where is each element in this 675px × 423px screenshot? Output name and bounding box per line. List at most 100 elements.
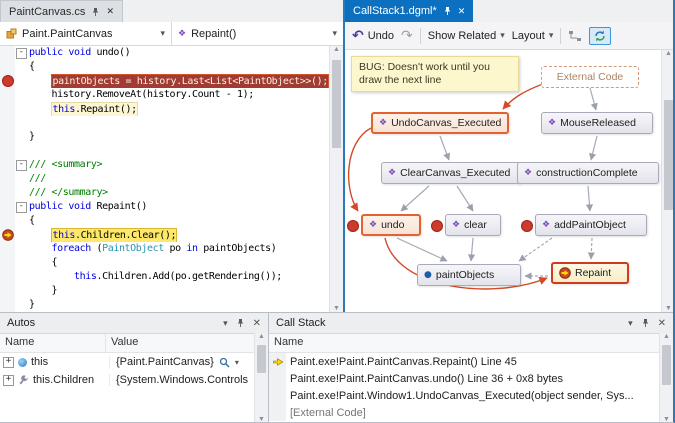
autos-row-this[interactable]: +this{Paint.PaintCanvas}▾ [0, 353, 255, 371]
indicator-margin[interactable] [0, 186, 15, 200]
visualizer-dropdown-icon[interactable]: ▾ [234, 357, 239, 367]
scroll-up-arrow-icon[interactable]: ▲ [258, 333, 265, 340]
code-line-2[interactable]: { [0, 60, 330, 74]
layout-direction-icon[interactable] [568, 30, 582, 42]
expand-icon[interactable]: + [3, 374, 14, 386]
graph-node-paintobjects[interactable]: ●paintObjects [417, 264, 521, 286]
code-line-8[interactable] [0, 144, 330, 158]
pin-icon[interactable] [443, 6, 452, 16]
graph-node-external-code[interactable]: External Code [541, 66, 639, 88]
graph-node-mousereleased[interactable]: ❖MouseReleased [541, 112, 653, 134]
scroll-down-arrow-icon[interactable]: ▼ [663, 416, 670, 423]
code-line-4[interactable]: history.RemoveAt(history.Count - 1); [0, 88, 330, 102]
close-icon[interactable]: ✕ [252, 317, 261, 329]
member-dropdown[interactable]: ❖ Repaint() ▾ [172, 22, 343, 45]
collapse-region-icon[interactable]: - [15, 201, 27, 213]
breakpoint-icon[interactable] [431, 220, 443, 232]
outlining-margin[interactable]: - [15, 200, 27, 214]
indicator-margin[interactable] [0, 88, 15, 102]
scrollbar-thumb[interactable] [662, 345, 671, 385]
code-line-17[interactable]: this.Children.Add(po.getRendering()); [0, 270, 330, 284]
collapse-region-icon[interactable]: - [15, 159, 27, 171]
scrollbar-thumb[interactable] [664, 100, 673, 210]
callstack-frame-3[interactable]: [External Code] [269, 404, 660, 421]
breakpoint-icon[interactable] [347, 220, 359, 232]
bug-annotation-note[interactable]: BUG: Doesn't work until you draw the nex… [351, 56, 519, 92]
window-menu-icon[interactable]: ▾ [223, 317, 228, 328]
indicator-margin[interactable] [0, 242, 15, 256]
callstack-frame-0[interactable]: Paint.exe!Paint.PaintCanvas.Repaint() Li… [269, 353, 660, 370]
collapse-region-icon[interactable]: - [15, 47, 27, 59]
column-header-value[interactable]: Value [111, 336, 139, 348]
pin-icon[interactable] [91, 7, 100, 17]
code-line-7[interactable]: } [0, 130, 330, 144]
editor-vertical-scrollbar[interactable]: ▲ ▼ [329, 46, 343, 312]
indicator-margin[interactable] [0, 298, 15, 312]
scrollbar-thumb[interactable] [257, 345, 266, 373]
type-dropdown[interactable]: Paint.PaintCanvas ▾ [0, 22, 172, 45]
undo-button[interactable]: ↶ Undo [352, 27, 395, 43]
code-line-5[interactable]: this.Repaint(); [0, 102, 330, 116]
code-line-6[interactable] [0, 116, 330, 130]
callstack-title-bar[interactable]: Call Stack ▾ ✕ [269, 313, 673, 334]
indicator-margin[interactable] [0, 60, 15, 74]
tab-callstack-dgml[interactable]: CallStack1.dgml* ✕ [345, 0, 474, 22]
close-icon[interactable]: ✕ [106, 6, 114, 16]
outlining-margin[interactable]: - [15, 46, 27, 60]
scrollbar-thumb[interactable] [332, 60, 341, 148]
code-line-16[interactable]: { [0, 256, 330, 270]
indicator-margin[interactable] [0, 270, 15, 284]
code-line-9[interactable]: -/// <summary> [0, 158, 330, 172]
close-icon[interactable]: ✕ [457, 5, 466, 16]
indicator-margin[interactable] [0, 200, 15, 214]
current-statement-margin[interactable] [0, 228, 15, 242]
code-line-11[interactable]: /// </summary> [0, 186, 330, 200]
code-line-1[interactable]: -public void undo() [0, 46, 330, 60]
breakpoint-margin[interactable] [0, 74, 15, 88]
scroll-down-arrow-icon[interactable]: ▼ [333, 305, 340, 312]
indicator-margin[interactable] [0, 116, 15, 130]
callstack-vertical-scrollbar[interactable]: ▲ ▼ [659, 333, 673, 423]
graph-node-undocanvas-executed[interactable]: ❖UndoCanvas_Executed [371, 112, 509, 134]
redo-icon[interactable]: ↷ [401, 27, 413, 43]
graph-node-clear[interactable]: ❖clear [445, 214, 501, 236]
graph-node-clearcanvas-executed[interactable]: ❖ClearCanvas_Executed [381, 162, 521, 184]
column-header-name[interactable]: Name [274, 336, 304, 348]
scroll-up-arrow-icon[interactable]: ▲ [663, 333, 670, 340]
indicator-margin[interactable] [0, 158, 15, 172]
autos-row-this.Children[interactable]: +this.Children{System.Windows.Controls [0, 371, 255, 389]
code-line-19[interactable]: } [0, 298, 330, 312]
indicator-margin[interactable] [0, 130, 15, 144]
code-line-10[interactable]: /// [0, 172, 330, 186]
code-line-18[interactable]: } [0, 284, 330, 298]
graph-vertical-scrollbar[interactable]: ▲ ▼ [661, 50, 673, 312]
pin-icon[interactable] [236, 318, 245, 328]
close-icon[interactable]: ✕ [657, 317, 666, 329]
layout-dropdown[interactable]: Layout ▾ [511, 29, 554, 42]
scroll-down-arrow-icon[interactable]: ▼ [665, 305, 672, 312]
code-line-12[interactable]: -public void Repaint() [0, 200, 330, 214]
window-menu-icon[interactable]: ▾ [628, 317, 633, 328]
code-line-13[interactable]: { [0, 214, 330, 228]
graph-node-undo[interactable]: ❖undo [361, 214, 421, 236]
pin-icon[interactable] [641, 318, 650, 328]
indicator-margin[interactable] [0, 214, 15, 228]
expand-icon[interactable]: + [3, 356, 14, 368]
code-line-14[interactable]: this.Children.Clear(); [0, 228, 330, 242]
indicator-margin[interactable] [0, 256, 15, 270]
auto-refresh-toggle[interactable] [589, 26, 612, 45]
indicator-margin[interactable] [0, 144, 15, 158]
graph-node-addpaintobject[interactable]: ❖addPaintObject [535, 214, 647, 236]
indicator-margin[interactable] [0, 284, 15, 298]
scroll-up-arrow-icon[interactable]: ▲ [333, 46, 340, 53]
code-editor[interactable]: -public void undo(){ paintObjects = hist… [0, 46, 343, 312]
indicator-margin[interactable] [0, 102, 15, 116]
autos-vertical-scrollbar[interactable]: ▲ ▼ [254, 333, 268, 422]
indicator-margin[interactable] [0, 46, 15, 60]
graph-canvas[interactable]: External Code ❖UndoCanvas_Executed ❖MouseR… [345, 50, 673, 312]
indicator-margin[interactable] [0, 172, 15, 186]
column-header-name[interactable]: Name [0, 334, 106, 352]
tab-paintcanvas[interactable]: PaintCanvas.cs ✕ [0, 0, 123, 22]
breakpoint-icon[interactable] [521, 220, 533, 232]
autos-title-bar[interactable]: Autos ▾ ✕ [0, 313, 268, 334]
